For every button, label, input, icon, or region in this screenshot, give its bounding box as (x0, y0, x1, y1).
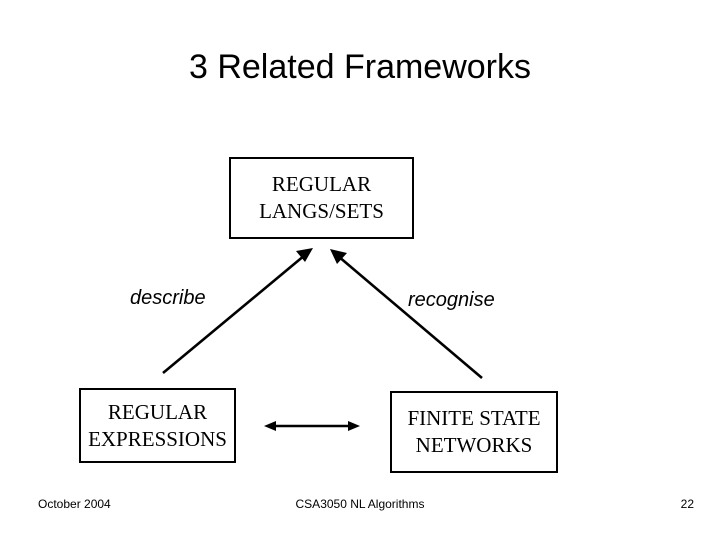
arrow-describe (162, 248, 313, 374)
node-regular-langs-line2: LANGS/SETS (259, 199, 384, 223)
node-regular-expressions: REGULAR EXPRESSIONS (79, 388, 236, 463)
node-regular-langs-label: REGULAR LANGS/SETS (259, 171, 384, 225)
node-finite-state-networks-line2: NETWORKS (415, 433, 533, 457)
page-title: 3 Related Frameworks (188, 48, 531, 86)
node-finite-state-networks: FINITE STATE NETWORKS (390, 391, 558, 473)
node-finite-state-networks-line1: FINITE STATE (407, 406, 541, 430)
node-finite-state-networks-label: FINITE STATE NETWORKS (407, 405, 540, 459)
node-regular-expressions-label: REGULAR EXPRESSIONS (88, 399, 227, 453)
arrow-equivalence (264, 421, 360, 431)
arrow-recognise (330, 249, 483, 379)
footer-page-number: 22 (680, 497, 694, 511)
node-regular-langs-line1: REGULAR (271, 172, 372, 196)
node-regular-expressions-line2: EXPRESSIONS (88, 426, 227, 451)
node-regular-expressions-line1: REGULAR (107, 399, 208, 424)
edge-label-describe: describe (130, 287, 206, 309)
footer-course-title: CSA3050 NL Algorithms (295, 497, 425, 511)
node-regular-langs: REGULAR LANGS/SETS (229, 157, 414, 239)
edge-label-recognise: recognise (408, 289, 495, 311)
footer-date: October 2004 (38, 497, 111, 511)
